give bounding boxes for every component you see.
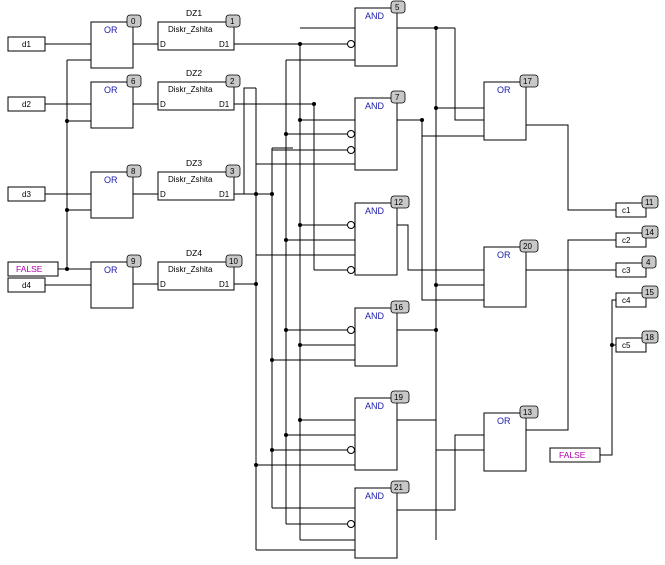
or-gate-0[interactable]: OR 0 xyxy=(90,14,142,69)
and-gate-21[interactable]: AND 21 xyxy=(347,480,410,559)
output-c5-num: 18 xyxy=(645,333,654,342)
or-gate-17-type: OR xyxy=(497,85,511,95)
dz-block-1-num: 1 xyxy=(230,17,235,26)
dz-block-2-name: Diskr_Zshita xyxy=(168,85,213,94)
output-c5[interactable]: c5 18 xyxy=(615,330,659,353)
and-gate-12-type: AND xyxy=(365,206,385,216)
or-gate-0-type: OR xyxy=(104,25,118,35)
dz-block-3-num: 3 xyxy=(230,167,235,176)
and-gate-21-type: AND xyxy=(365,491,385,501)
dz-block-2-out: D1 xyxy=(219,100,230,109)
output-c3-num: 4 xyxy=(646,258,651,267)
or-gate-17-num: 17 xyxy=(523,77,532,86)
input-d4-label: d4 xyxy=(22,281,31,290)
dz-block-2[interactable]: DZ2 Diskr_Zshita D D1 2 xyxy=(157,68,241,111)
output-c2[interactable]: c2 14 xyxy=(615,225,659,248)
output-c5-label: c5 xyxy=(622,341,631,350)
input-d1[interactable]: d1 xyxy=(7,36,46,52)
dz-block-1-in: D xyxy=(160,40,166,49)
output-c3-label: c3 xyxy=(622,266,631,275)
input-d4[interactable]: d4 xyxy=(7,277,46,293)
false-constant-label: FALSE xyxy=(559,450,586,460)
and-gate-12[interactable]: AND 12 xyxy=(347,195,410,276)
and-gate-7-type: AND xyxy=(365,101,385,111)
input-d2-label: d2 xyxy=(22,100,31,109)
and-gate-19-type: AND xyxy=(365,401,385,411)
output-c1-num: 11 xyxy=(645,198,654,207)
or-gate-13[interactable]: OR 13 xyxy=(483,405,539,472)
input-d1-label: d1 xyxy=(22,40,31,49)
output-c1[interactable]: c1 11 xyxy=(615,195,659,218)
and-gate-19-num: 19 xyxy=(394,393,403,402)
or-gate-9-num: 9 xyxy=(131,257,136,266)
and-gate-19[interactable]: AND 19 xyxy=(347,390,410,471)
output-c4[interactable]: c4 15 xyxy=(615,285,659,308)
and-gate-7[interactable]: AND 7 xyxy=(347,90,406,171)
and-gate-5-type: AND xyxy=(365,11,385,21)
and-gate-5[interactable]: AND 5 xyxy=(347,0,406,67)
or-gate-8-type: OR xyxy=(104,175,118,185)
dz-block-3-title: DZ3 xyxy=(186,158,202,168)
or-gate-6-num: 6 xyxy=(131,77,136,86)
input-false[interactable]: FALSE xyxy=(7,261,59,277)
and-gate-16-num: 16 xyxy=(394,303,403,312)
dz-block-1-name: Diskr_Zshita xyxy=(168,25,213,34)
or-gate-20-num: 20 xyxy=(523,242,532,251)
output-c2-num: 14 xyxy=(645,228,654,237)
input-d3[interactable]: d3 xyxy=(7,186,46,202)
or-gate-13-type: OR xyxy=(497,416,511,426)
and-gate-21-num: 21 xyxy=(394,483,403,492)
or-gate-20-type: OR xyxy=(497,250,511,260)
input-false-label: FALSE xyxy=(16,264,43,274)
and-gate-7-num: 7 xyxy=(395,93,400,102)
dz-block-4-name: Diskr_Zshita xyxy=(168,265,213,274)
output-c4-num: 15 xyxy=(645,288,654,297)
output-c3[interactable]: c3 4 xyxy=(615,255,657,278)
dz-block-1[interactable]: DZ1 Diskr_Zshita D D1 1 xyxy=(157,8,241,51)
output-c4-label: c4 xyxy=(622,296,631,305)
junction-dots xyxy=(65,26,614,467)
dz-block-4[interactable]: DZ4 Diskr_Zshita D D1 10 xyxy=(157,248,243,291)
dz-block-4-in: D xyxy=(160,280,166,289)
and-gate-16-type: AND xyxy=(365,311,385,321)
dz-block-2-num: 2 xyxy=(230,77,235,86)
or-gate-9[interactable]: OR 9 xyxy=(90,254,142,309)
dz-block-4-num: 10 xyxy=(229,257,238,266)
or-gate-17[interactable]: OR 17 xyxy=(483,74,539,141)
dz-block-3-name: Diskr_Zshita xyxy=(168,175,213,184)
dz-block-3-out: D1 xyxy=(219,190,230,199)
and-gate-5-num: 5 xyxy=(395,3,400,12)
or-gate-8-num: 8 xyxy=(131,167,136,176)
dz-block-3[interactable]: DZ3 Diskr_Zshita D D1 3 xyxy=(157,158,241,201)
dz-block-2-title: DZ2 xyxy=(186,68,202,78)
or-gate-20[interactable]: OR 20 xyxy=(483,239,539,308)
dz-block-4-out: D1 xyxy=(219,280,230,289)
and-gate-12-num: 12 xyxy=(394,198,403,207)
or-gate-8[interactable]: OR 8 xyxy=(90,164,142,219)
or-gate-0-num: 0 xyxy=(131,17,136,26)
dz-block-2-in: D xyxy=(160,100,166,109)
input-d2[interactable]: d2 xyxy=(7,96,46,112)
output-c2-label: c2 xyxy=(622,236,631,245)
dz-block-1-out: D1 xyxy=(219,40,230,49)
or-gate-13-num: 13 xyxy=(523,408,532,417)
or-gate-6-type: OR xyxy=(104,85,118,95)
wires xyxy=(45,27,616,551)
false-constant[interactable]: FALSE xyxy=(549,447,601,463)
dz-block-4-title: DZ4 xyxy=(186,248,202,258)
dz-block-3-in: D xyxy=(160,190,166,199)
and-gate-16[interactable]: AND 16 xyxy=(347,300,410,367)
input-d3-label: d3 xyxy=(22,190,31,199)
output-c1-label: c1 xyxy=(622,206,631,215)
or-gate-6[interactable]: OR 6 xyxy=(90,74,142,129)
dz-block-1-title: DZ1 xyxy=(186,8,202,18)
or-gate-9-type: OR xyxy=(104,265,118,275)
